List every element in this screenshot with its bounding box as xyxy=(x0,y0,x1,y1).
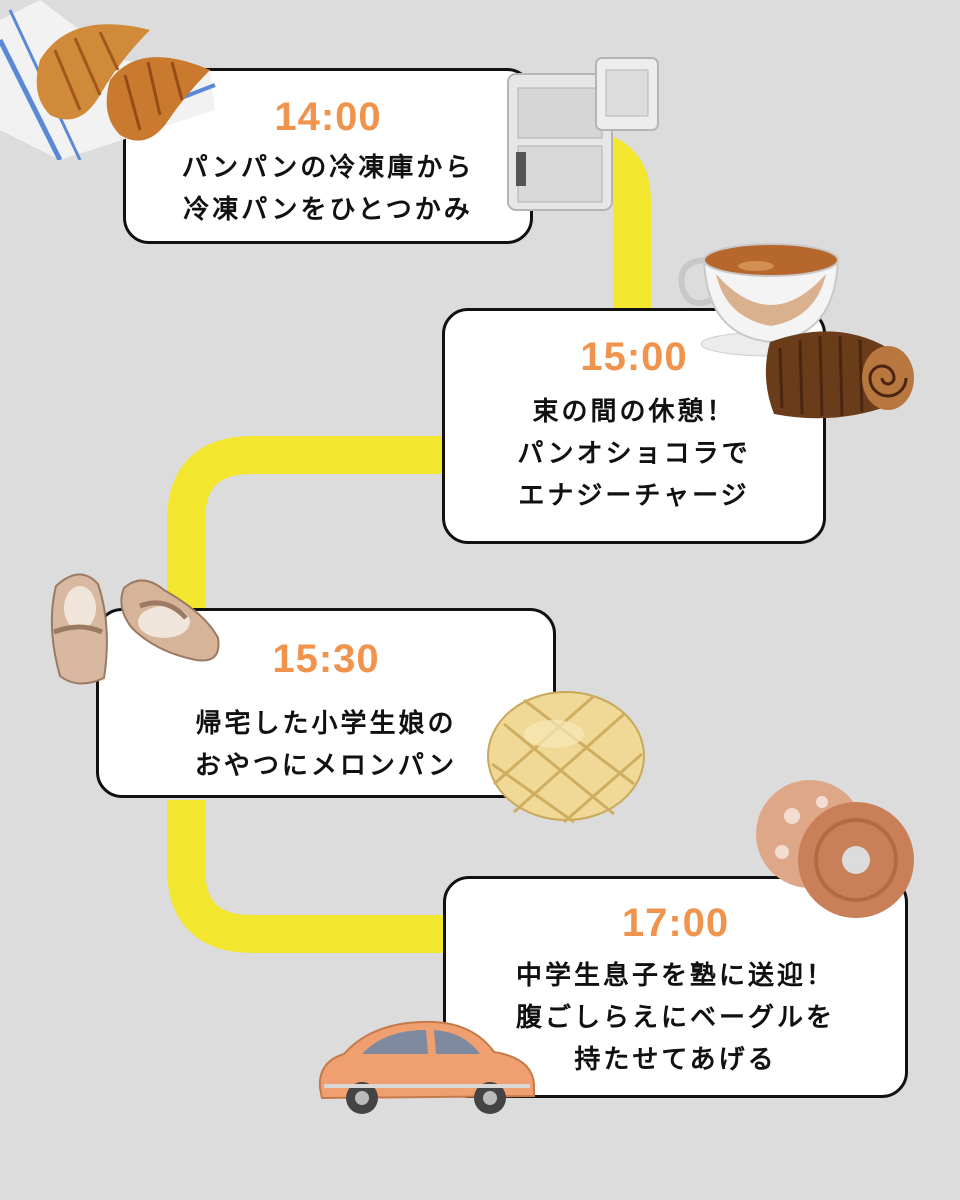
description-line: 中学生息子を塾に送迎！ xyxy=(515,961,835,991)
tea-cup-icon xyxy=(678,243,842,357)
description-line: 帰宅した小学生娘の xyxy=(195,709,457,739)
description-line: 束の間の休憩！ xyxy=(532,397,736,427)
pain-au-chocolat-icon xyxy=(765,331,914,419)
freezer-icon xyxy=(507,57,659,211)
shoes-icon xyxy=(50,573,220,685)
time-label: 15:00 xyxy=(580,335,688,379)
description-line: 冷凍パンをひとつかみ xyxy=(183,195,473,225)
car-icon xyxy=(318,1020,535,1114)
time-label: 17:00 xyxy=(621,901,730,945)
description-line: 持たせてあげる xyxy=(574,1045,777,1075)
description-line: エナジーチャージ xyxy=(518,481,750,511)
description-line: 腹ごしらえにベーグルを xyxy=(515,1003,835,1033)
bagel-icon xyxy=(756,780,914,918)
timeline-card-1500: 15:00 束の間の休憩！ パンオショコラで エナジーチャージ xyxy=(442,308,826,544)
description-line: パンパンの冷凍庫から xyxy=(181,153,475,183)
description-line: パンオショコラで xyxy=(517,439,751,469)
description-line: おやつにメロンパン xyxy=(194,751,458,781)
time-label: 14:00 xyxy=(274,95,382,139)
time-label: 15:30 xyxy=(272,637,380,681)
melon-pan-icon xyxy=(487,691,645,824)
croissant-icon xyxy=(0,0,216,160)
